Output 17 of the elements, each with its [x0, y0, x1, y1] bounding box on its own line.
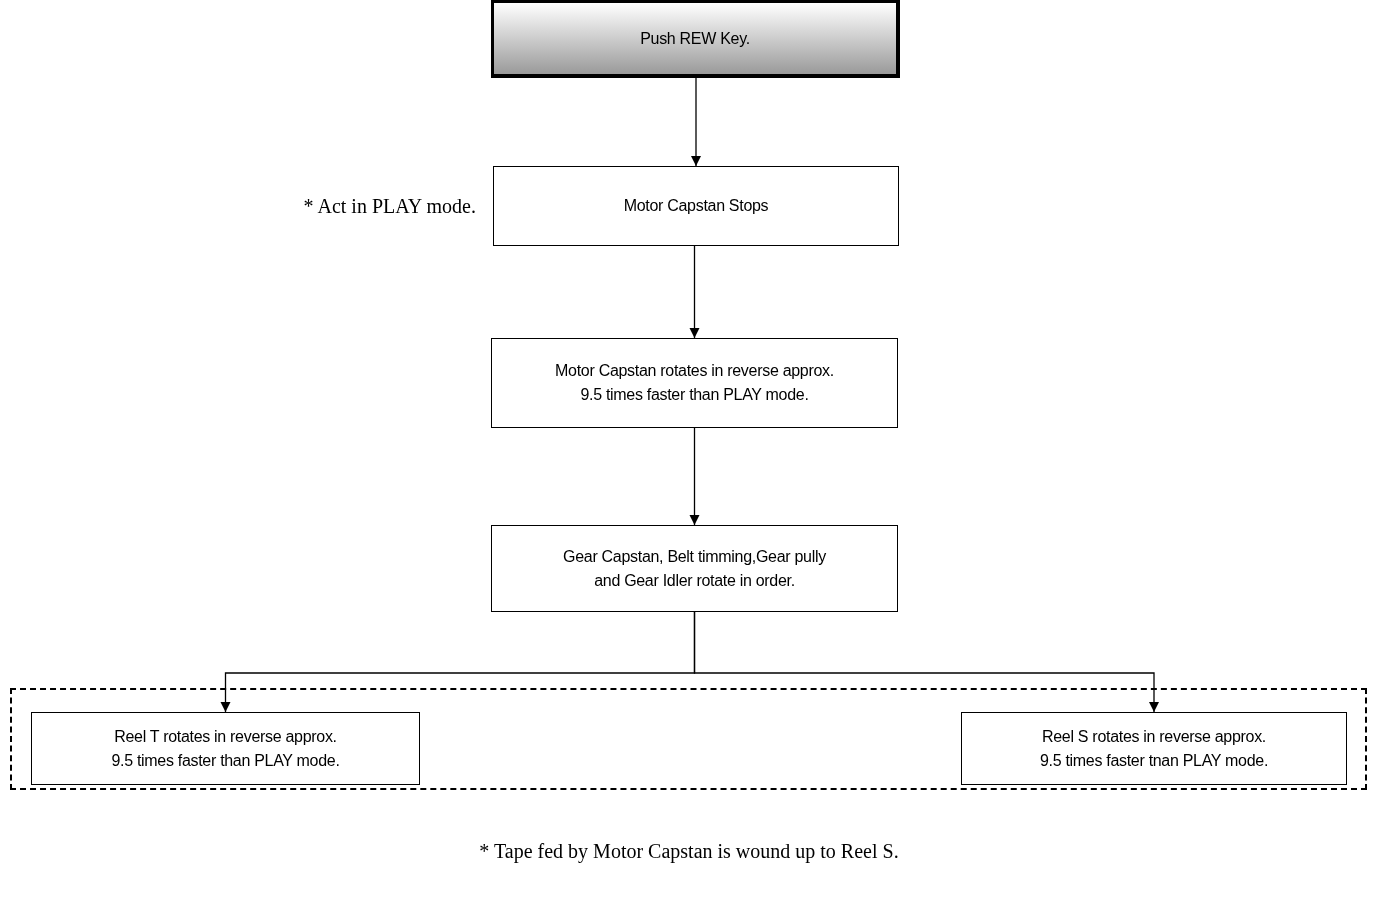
key-box: [491, 0, 900, 78]
arrow: [689, 245, 700, 339]
process-box: [31, 712, 420, 785]
arrow: [689, 427, 700, 526]
process-box: [491, 525, 898, 612]
dashed-group-box: [10, 688, 1367, 790]
node-text: Reel S rotates in reverse approx. 9.5 times faster tnan PLAY mode.: [1038, 726, 1270, 771]
process-box: [961, 712, 1347, 785]
node-text: Motor Capstan Stops: [622, 196, 770, 216]
node-text: Push REW Key.: [639, 28, 751, 49]
node-text: Motor Capstan rotates in reverse approx. 9.5 times faster than PLAY mode.: [554, 361, 835, 405]
process-box: [491, 338, 898, 428]
side-note: * Act in PLAY mode.: [303, 194, 476, 218]
node-text: Gear Capstan, Belt timming,Gear pully and Gear Idler rotate in order.: [562, 546, 827, 591]
arrow: [691, 77, 701, 167]
caption: * Tape fed by Motor Capstan is wound up to Reel S.: [479, 840, 899, 862]
node-text: Reel T rotates in reverse approx. 9.5 times faster than PLAY mode.: [110, 726, 341, 771]
